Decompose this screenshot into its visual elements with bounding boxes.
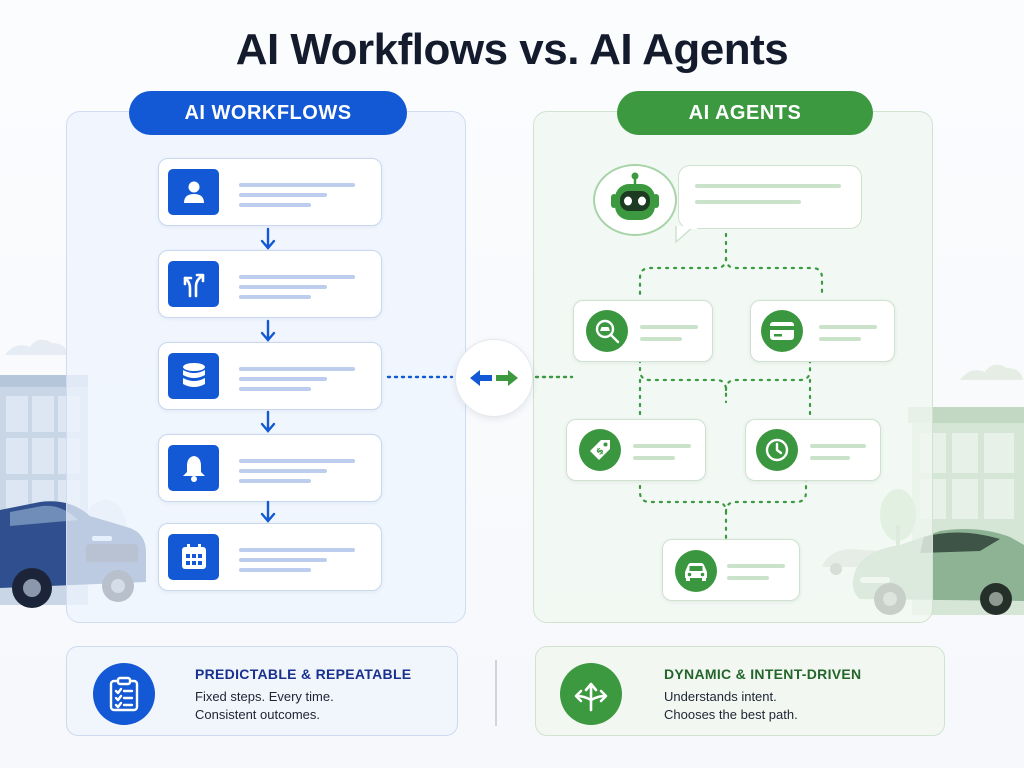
workflows-summary: PREDICTABLE & REPEATABLE Fixed steps. Ev… bbox=[66, 646, 458, 736]
svg-text:$: $ bbox=[595, 446, 607, 458]
bidirectional-arrow-icon bbox=[470, 370, 518, 386]
robot-icon bbox=[611, 172, 659, 220]
price-tag-icon: $ bbox=[579, 429, 621, 471]
car-search-icon bbox=[586, 310, 628, 352]
arrow-down-icon bbox=[260, 410, 276, 433]
summary-divider bbox=[495, 660, 497, 726]
workflow-step-2[interactable] bbox=[158, 250, 382, 318]
arrow-down-icon bbox=[260, 227, 276, 250]
connector-dots bbox=[386, 375, 574, 379]
calendar-icon bbox=[168, 534, 219, 580]
checklist-icon bbox=[93, 663, 155, 725]
agents-summary-line-2: Chooses the best path. bbox=[664, 707, 798, 722]
branching-arrows-icon bbox=[560, 663, 622, 725]
workflows-header-pill: AI WORKFLOWS bbox=[129, 91, 407, 135]
arrow-down-icon bbox=[260, 319, 276, 342]
agent-tool-vehicle[interactable] bbox=[662, 539, 800, 601]
workflow-step-1[interactable] bbox=[158, 158, 382, 226]
workflows-summary-line-2: Consistent outcomes. bbox=[195, 707, 321, 722]
page-title: AI Workflows vs. AI Agents bbox=[235, 25, 789, 74]
robot-avatar bbox=[593, 164, 677, 236]
agent-speech-bubble bbox=[678, 165, 862, 229]
agents-summary: DYNAMIC & INTENT-DRIVEN Understands inte… bbox=[535, 646, 945, 736]
arrow-down-icon bbox=[260, 500, 276, 523]
bell-icon bbox=[168, 445, 219, 491]
car-icon bbox=[675, 550, 717, 592]
workflow-step-5[interactable] bbox=[158, 523, 382, 591]
agent-path-network bbox=[638, 232, 824, 542]
clock-icon bbox=[756, 429, 798, 471]
workflows-summary-title: PREDICTABLE & REPEATABLE bbox=[195, 666, 412, 682]
speech-bubble-tail bbox=[675, 226, 697, 244]
workflow-step-4[interactable] bbox=[158, 434, 382, 502]
agents-summary-title: DYNAMIC & INTENT-DRIVEN bbox=[664, 666, 862, 682]
agent-tool-scheduling[interactable] bbox=[745, 419, 881, 481]
route-icon bbox=[168, 261, 219, 307]
database-icon bbox=[168, 353, 219, 399]
agent-tool-car-search[interactable] bbox=[573, 300, 713, 362]
workflows-summary-line-1: Fixed steps. Every time. bbox=[195, 689, 334, 704]
compare-circle bbox=[455, 339, 533, 417]
workflow-step-3[interactable] bbox=[158, 342, 382, 410]
agents-summary-line-1: Understands intent. bbox=[664, 689, 777, 704]
credit-card-icon bbox=[761, 310, 803, 352]
user-icon bbox=[168, 169, 219, 215]
agent-tool-pricing[interactable]: $ bbox=[566, 419, 706, 481]
agent-tool-payment[interactable] bbox=[750, 300, 895, 362]
agents-header-pill: AI AGENTS bbox=[617, 91, 873, 135]
